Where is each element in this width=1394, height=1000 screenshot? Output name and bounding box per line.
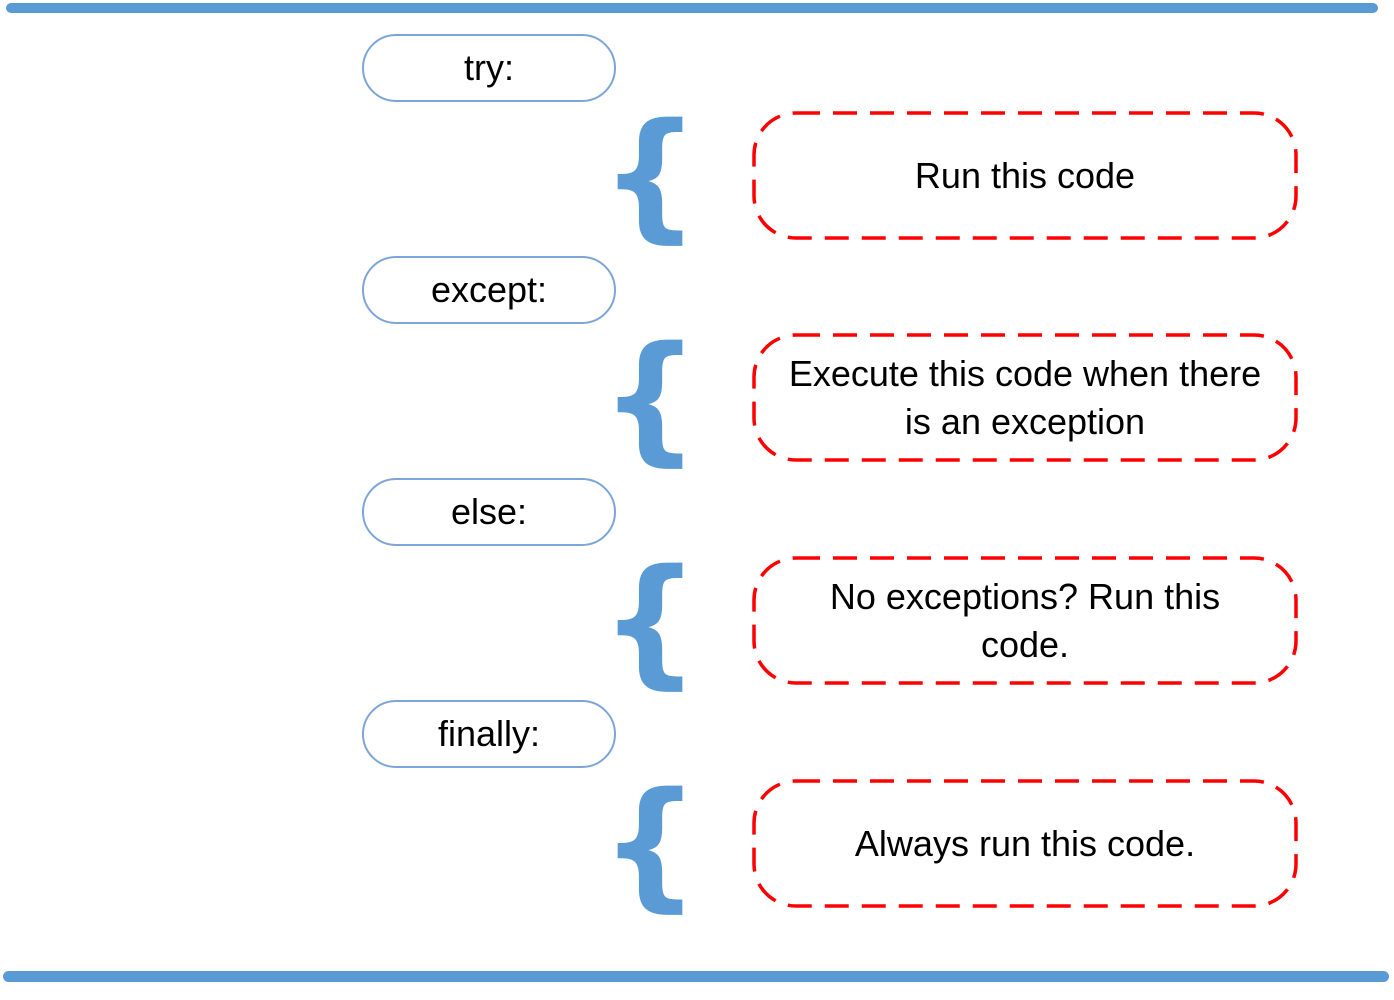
- keyword-pill-finally: finally:: [362, 700, 616, 768]
- dashed-border: [752, 556, 1298, 685]
- keyword-pill-else: else:: [362, 478, 616, 546]
- description-text: No exceptions? Run this code.: [829, 575, 1221, 665]
- keyword-pill-try: try:: [362, 34, 616, 102]
- description-box-except: Execute this code when there is an excep…: [752, 333, 1298, 462]
- description-box-try: Run this code: [752, 111, 1298, 240]
- top-border-bar: [6, 3, 1378, 13]
- keyword-label: finally:: [437, 713, 541, 754]
- dashed-border: [752, 333, 1298, 462]
- description-text: Always run this code.: [854, 822, 1196, 864]
- left-brace-icon: {: [600, 93, 700, 257]
- description-text: Execute this code when there is an excep…: [788, 352, 1262, 442]
- left-brace-icon: {: [600, 762, 700, 926]
- keyword-pill-except: except:: [362, 256, 616, 324]
- dashed-border: [752, 779, 1298, 908]
- left-brace-icon: {: [600, 539, 700, 703]
- description-text: Run this code: [914, 154, 1136, 196]
- dashed-border: [752, 111, 1298, 240]
- description-box-finally: Always run this code.: [752, 779, 1298, 908]
- keyword-label: else:: [450, 491, 528, 532]
- bottom-border-bar: [3, 971, 1389, 982]
- keyword-label: try:: [464, 47, 514, 88]
- left-brace-icon: {: [600, 316, 700, 480]
- keyword-label: except:: [430, 269, 548, 310]
- description-box-else: No exceptions? Run this code.: [752, 556, 1298, 685]
